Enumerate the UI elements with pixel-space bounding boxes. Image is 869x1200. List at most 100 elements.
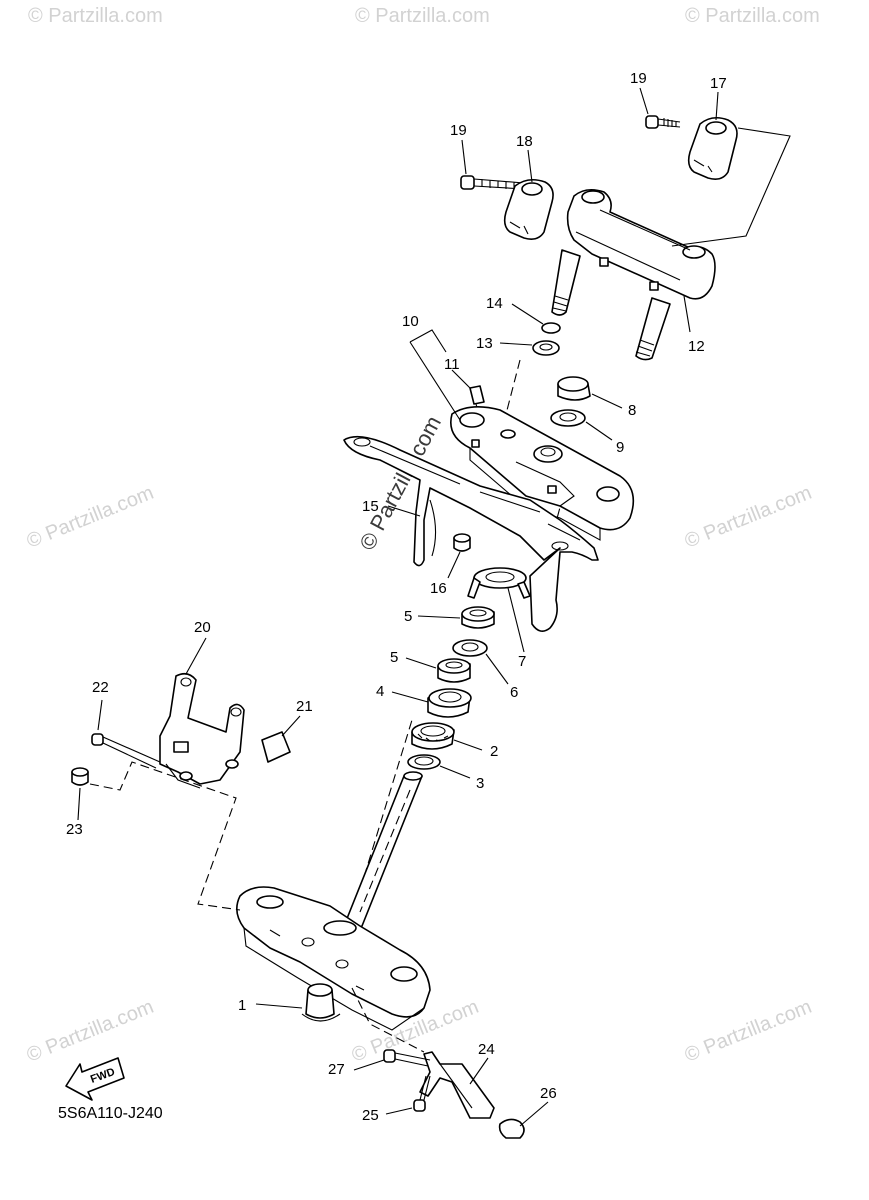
damper-21 bbox=[261, 731, 291, 763]
washer-3 bbox=[407, 754, 441, 770]
leader-17-top bbox=[715, 91, 719, 121]
watermark: © Partzilla.com bbox=[682, 482, 815, 553]
callout-19-left: 19 bbox=[450, 122, 467, 139]
leader-1 bbox=[255, 1003, 303, 1009]
callout-23: 23 bbox=[66, 821, 83, 838]
callout-6: 6 bbox=[510, 684, 518, 701]
leader-2 bbox=[453, 739, 483, 751]
leader-26 bbox=[519, 1101, 549, 1127]
callout-21: 21 bbox=[296, 698, 313, 715]
upper-bracket-10 bbox=[450, 406, 635, 541]
leader-22 bbox=[97, 699, 103, 731]
callout-18: 18 bbox=[516, 133, 533, 150]
callout-25: 25 bbox=[362, 1107, 379, 1124]
handlebar-holder-18 bbox=[503, 178, 554, 240]
callout-3: 3 bbox=[476, 775, 484, 792]
callout-4: 4 bbox=[376, 683, 384, 700]
watermark: © Partzilla.com bbox=[355, 5, 490, 27]
bolt-19-right bbox=[645, 115, 681, 129]
crown-nut-8 bbox=[557, 376, 591, 401]
ring-nut-5-lower bbox=[437, 658, 471, 683]
bushing-1 bbox=[301, 983, 341, 1022]
callout-12: 12 bbox=[688, 338, 705, 355]
callout-15: 15 bbox=[362, 498, 379, 515]
nut-23 bbox=[71, 767, 89, 786]
callout-17: 17 bbox=[710, 75, 727, 92]
leader-8 bbox=[591, 393, 623, 409]
bracket-24 bbox=[419, 1051, 495, 1119]
watermark: © Partzilla.com bbox=[24, 996, 157, 1067]
leader-4 bbox=[391, 691, 429, 703]
callout-numbers: 1 2 3 4 5 5 6 7 8 9 10 11 12 13 14 15 16… bbox=[66, 70, 727, 1124]
leader-12 bbox=[683, 295, 691, 333]
leader-27 bbox=[353, 1059, 385, 1071]
leader-9 bbox=[585, 421, 613, 441]
watermark: © Partzilla.com bbox=[28, 5, 163, 27]
bolt-27 bbox=[383, 1049, 431, 1067]
callout-10: 10 bbox=[402, 313, 419, 330]
lock-washer-7 bbox=[467, 567, 531, 599]
callout-26: 26 bbox=[540, 1085, 557, 1102]
leader-16 bbox=[447, 551, 461, 579]
leader-11 bbox=[451, 369, 471, 389]
leader-18 bbox=[527, 149, 533, 183]
ring-nut-5-upper bbox=[461, 606, 495, 629]
washer-6 bbox=[452, 639, 488, 657]
callout-7: 7 bbox=[518, 653, 526, 670]
steering-stem-lower-bracket bbox=[236, 771, 431, 1031]
leader-21 bbox=[281, 715, 301, 737]
callout-27: 27 bbox=[328, 1061, 345, 1078]
callout-9: 9 bbox=[616, 439, 624, 456]
dust-seal-4 bbox=[427, 688, 472, 718]
leader-23 bbox=[77, 787, 81, 821]
callout-16: 16 bbox=[430, 580, 447, 597]
assembly-line-bracket bbox=[89, 761, 241, 911]
callout-24: 24 bbox=[478, 1041, 495, 1058]
cable-guide-15 bbox=[343, 435, 599, 632]
washer-9 bbox=[550, 409, 586, 427]
bolt-25 bbox=[413, 1075, 431, 1112]
callout-11: 11 bbox=[444, 356, 460, 373]
leader-10 bbox=[409, 329, 447, 353]
handlebar-holder-17 bbox=[687, 116, 738, 180]
leader-13 bbox=[499, 342, 533, 346]
nut-16 bbox=[453, 533, 471, 552]
bracket-20 bbox=[159, 672, 245, 789]
leader-25 bbox=[385, 1107, 413, 1115]
leader-19-left bbox=[461, 139, 467, 175]
leader-17 bbox=[671, 127, 791, 247]
callout-1: 1 bbox=[238, 997, 246, 1014]
watermark: © Partzilla.com bbox=[24, 482, 157, 553]
callout-2: 2 bbox=[490, 743, 498, 760]
diagram-code: 5S6A110-J240 bbox=[58, 1105, 163, 1122]
bolt-22 bbox=[91, 733, 161, 769]
leader-5b bbox=[405, 657, 437, 669]
leader-7 bbox=[507, 587, 525, 653]
callout-5-lower: 5 bbox=[390, 649, 398, 666]
leader-20 bbox=[185, 637, 207, 675]
handlebar-lower-holder-12 bbox=[551, 188, 716, 361]
fwd-arrow-icon: FWD bbox=[65, 1057, 125, 1101]
watermark: © Partzilla.com bbox=[685, 5, 820, 27]
leader-5a bbox=[417, 615, 461, 619]
callout-5-upper: 5 bbox=[404, 608, 412, 625]
callout-13: 13 bbox=[476, 335, 493, 352]
washer-13 bbox=[532, 340, 560, 356]
leader-3 bbox=[439, 765, 471, 779]
callout-19-right: 19 bbox=[630, 70, 647, 87]
leader-24 bbox=[469, 1057, 489, 1085]
washer-14 bbox=[541, 322, 561, 334]
leader-6 bbox=[485, 653, 509, 685]
bearing-2 bbox=[411, 722, 455, 750]
watermark: © Partzilla.com bbox=[682, 996, 815, 1067]
leader-15 bbox=[387, 505, 421, 517]
leader-14 bbox=[511, 303, 544, 325]
grommet-26 bbox=[498, 1118, 525, 1139]
leader-19-right bbox=[639, 87, 649, 115]
callout-8: 8 bbox=[628, 402, 636, 419]
callout-22: 22 bbox=[92, 679, 109, 696]
leader-10b bbox=[409, 341, 461, 421]
bolt-19-left bbox=[460, 175, 525, 190]
callout-20: 20 bbox=[194, 619, 211, 636]
